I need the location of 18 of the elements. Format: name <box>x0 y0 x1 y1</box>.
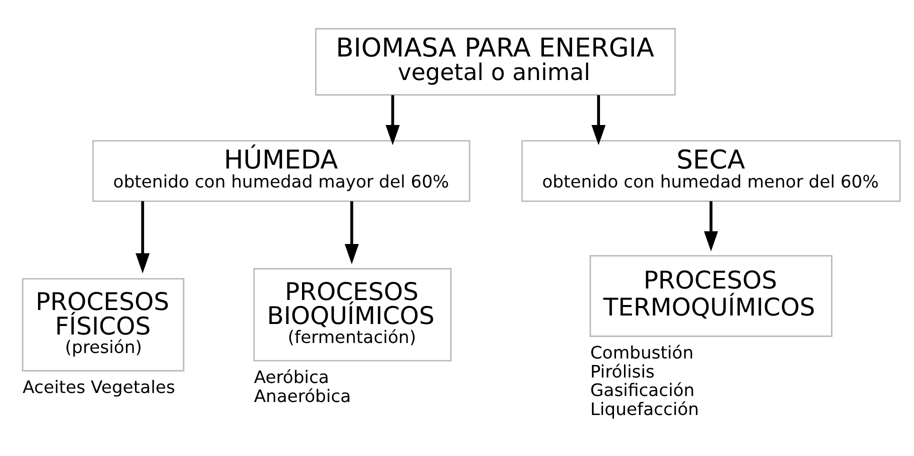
arrow <box>386 94 400 145</box>
node-label: Combustión <box>590 343 694 364</box>
arrow <box>344 200 359 264</box>
node-box: PROCESOS FÍSICOS (presión) <box>22 278 184 371</box>
node-label: Aceites Vegetales <box>22 378 176 398</box>
arrow <box>592 94 606 145</box>
node-label: Anaeróbica <box>254 386 351 406</box>
node-box: PROCESOS TERMOQUÍMICOS <box>590 254 832 336</box>
node-label: Aeróbica <box>254 368 330 388</box>
arrow <box>136 200 150 273</box>
node-box: HÚMEDA obtenido con humedad mayor del 60% <box>92 140 470 202</box>
node-label: Liquefacción <box>590 399 699 420</box>
node-box: PROCESOS BIOQUÍMICOS (fermentación) <box>253 268 452 361</box>
node-box: SECA obtenido con humedad menor del 60% <box>521 140 901 202</box>
arrow <box>704 200 718 251</box>
node-label: Gasificación <box>590 380 695 401</box>
node-box: BIOMASA PARA ENERGIA vegetal o animal <box>315 28 676 96</box>
node-label: Pirólisis <box>590 362 655 382</box>
